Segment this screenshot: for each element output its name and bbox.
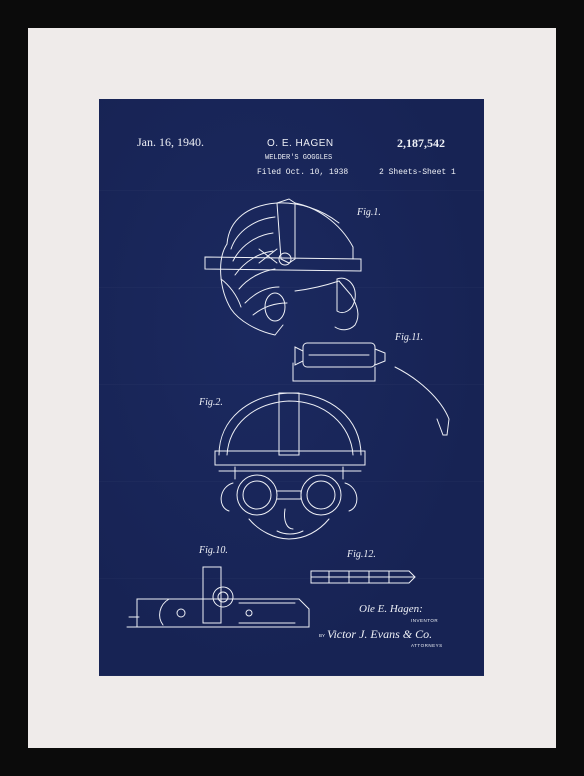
fig2-face-drawing [214, 392, 366, 540]
inventor-signature: Ole E. Hagen: [359, 603, 423, 615]
fig12-label: Fig.12. [347, 549, 376, 560]
patent-date: Jan. 16, 1940. [137, 135, 204, 149]
fig2-label: Fig.2. [199, 397, 223, 408]
fig12-strip-drawing [310, 570, 416, 584]
fig10-label: Fig.10. [199, 545, 228, 556]
paper-texture [99, 99, 484, 676]
attorney-signature: Victor J. Evans & Co. [327, 627, 433, 641]
fig10-hinge-drawing [126, 566, 310, 628]
fig1-head-drawing [204, 198, 362, 336]
patent-title: WELDER'S GOGGLES [265, 154, 333, 162]
filed-date: Filed Oct. 10, 1938 [257, 168, 349, 177]
blueprint-print: Jan. 16, 1940. O. E. HAGEN 2,187,542 WEL… [99, 99, 484, 676]
fig11-label: Fig.11. [395, 332, 424, 343]
inventor-caption: INVENTOR [411, 618, 439, 623]
patent-number: 2,187,542 [397, 136, 445, 150]
sheet-count: 2 Sheets-Sheet 1 [379, 168, 456, 177]
fig11-clip-drawing [292, 342, 450, 436]
fig1-label: Fig.1. [357, 207, 381, 218]
by-caption: BY [319, 633, 326, 638]
inventor-name: O. E. HAGEN [267, 138, 334, 149]
patent-drawings [126, 198, 450, 628]
attorneys-caption: ATTORNEYS [411, 643, 443, 648]
